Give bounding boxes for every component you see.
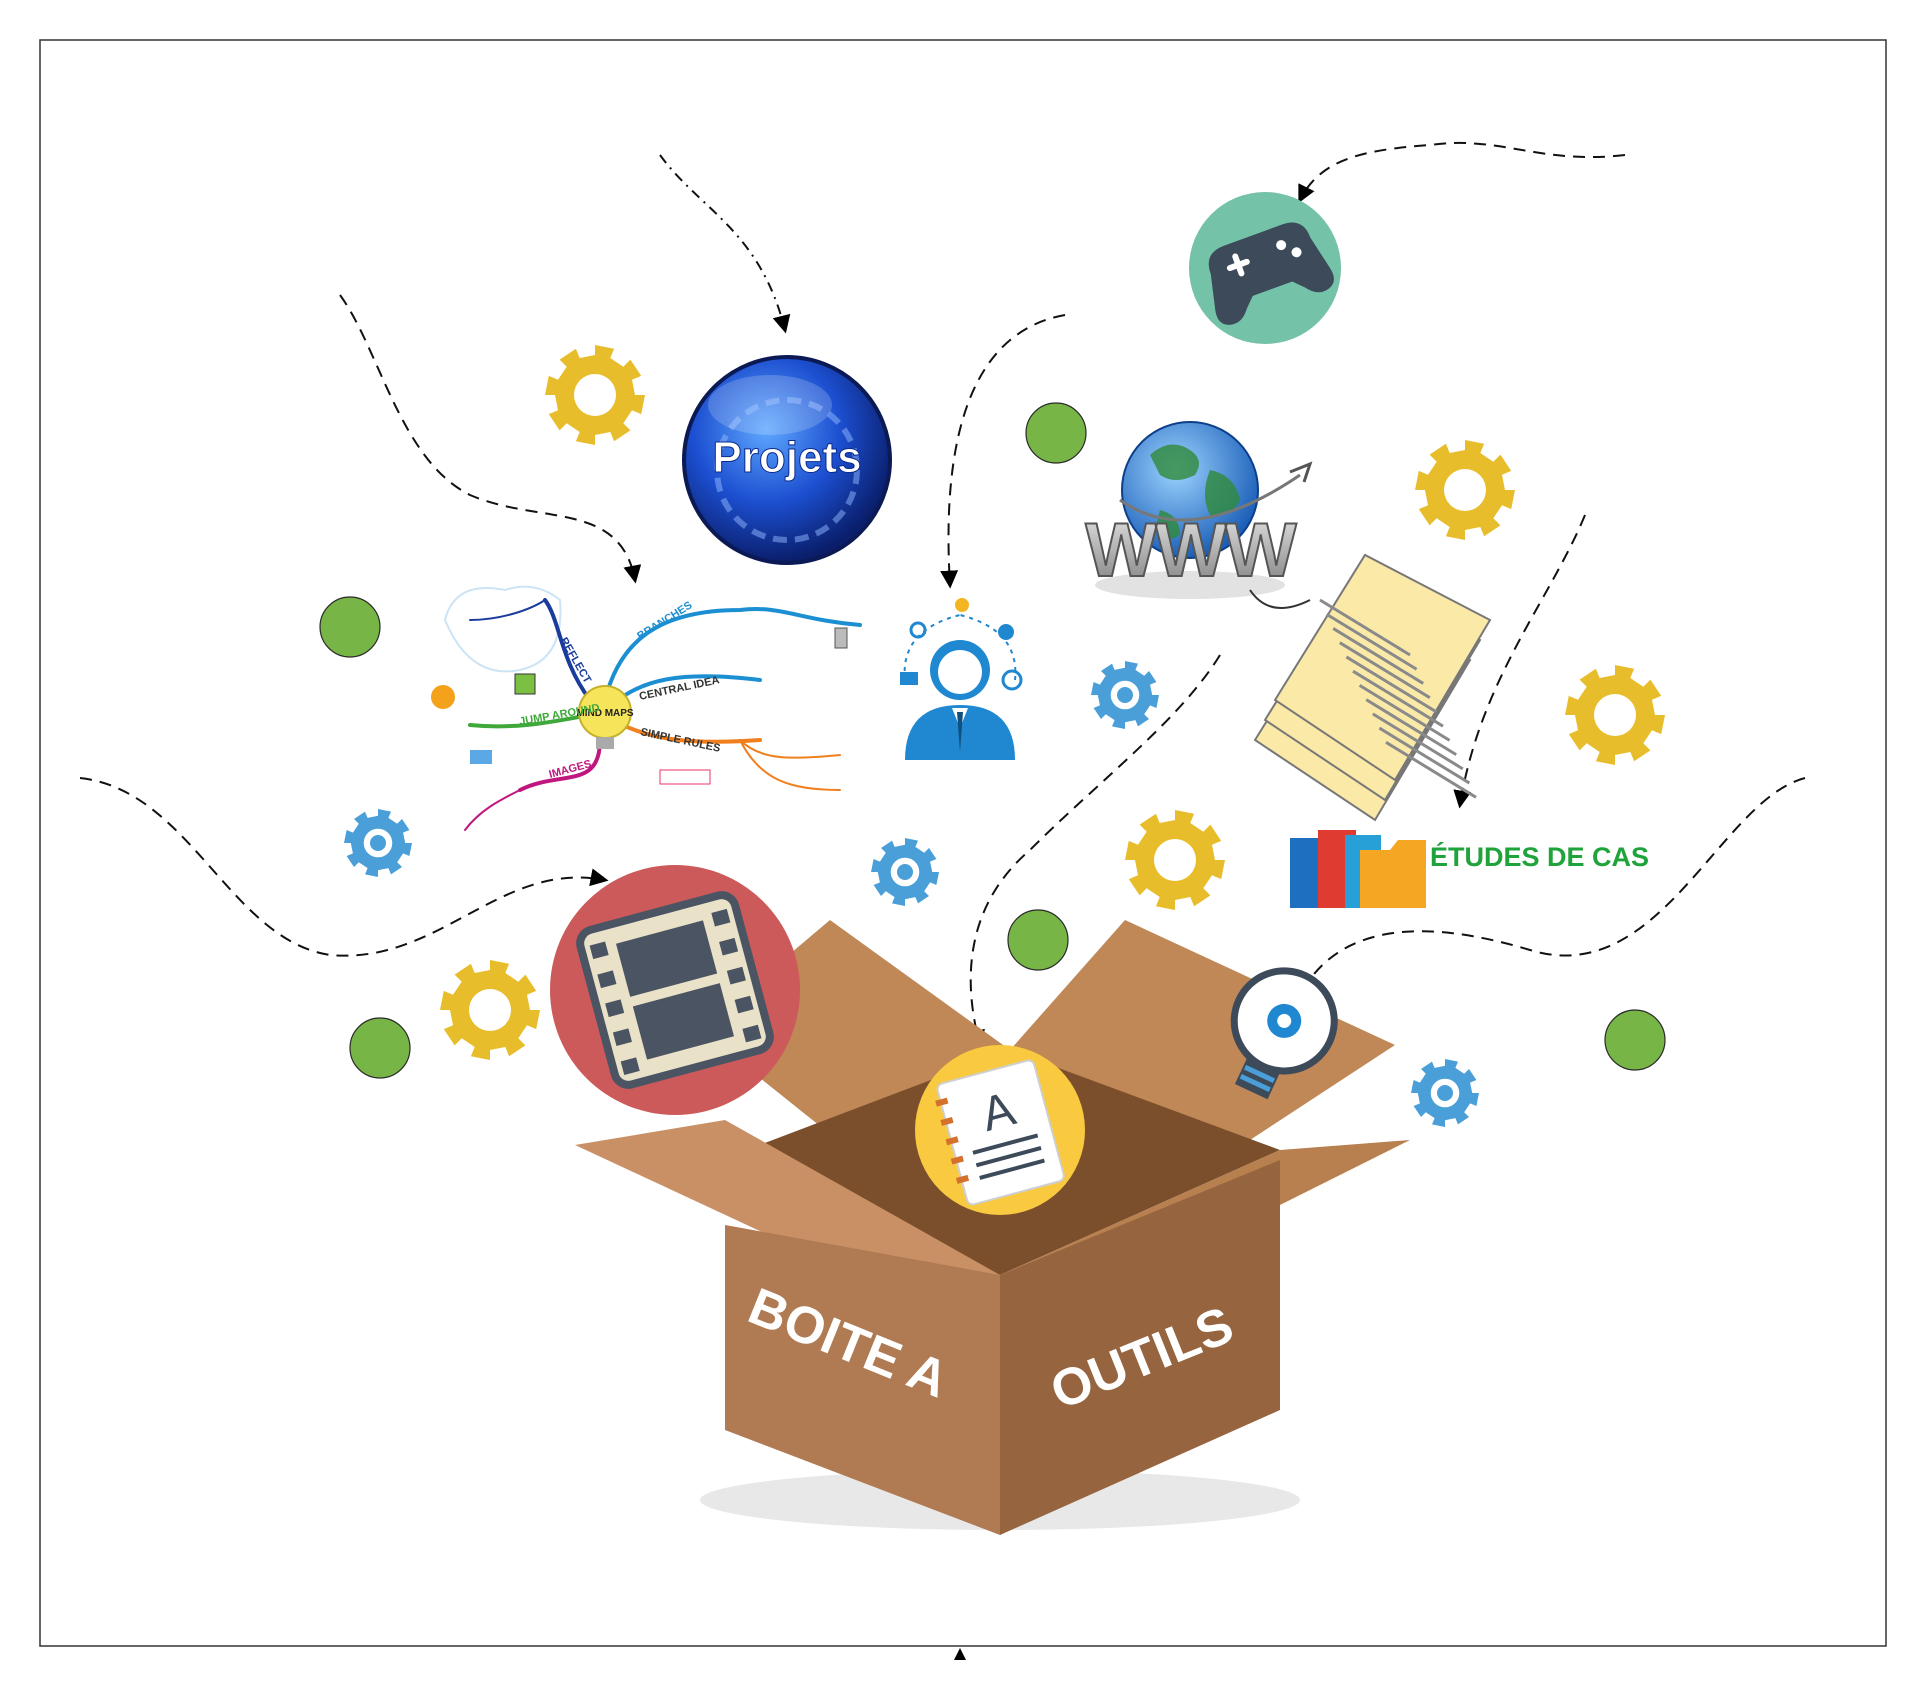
- www-label: WWW: [1085, 508, 1296, 593]
- game-badge[interactable]: [1189, 192, 1341, 344]
- film-icon: [576, 891, 774, 1089]
- gear-icon: [545, 345, 645, 445]
- green-dot: [319, 596, 381, 658]
- gear-hub: [370, 835, 386, 851]
- gear-hub: [1117, 687, 1133, 703]
- yellow-gears: [440, 345, 1665, 1060]
- bottom-arrow-head: [954, 1648, 966, 1660]
- green-dot: [1604, 1009, 1666, 1071]
- mindmap-branches: [464, 598, 862, 831]
- gamepad-icon: [1208, 222, 1334, 325]
- gear-hub: [1437, 1085, 1453, 1101]
- gear-icon: [440, 960, 540, 1060]
- video-badge[interactable]: [550, 865, 800, 1115]
- arrow-to-projets: [659, 154, 791, 334]
- green-dots: [319, 402, 1666, 1079]
- gear-icon: [1125, 810, 1225, 910]
- gear-globe-icon: [714, 397, 860, 543]
- box-side: [1000, 1160, 1280, 1535]
- document-badge[interactable]: A: [915, 1045, 1085, 1215]
- gear-icon: [1565, 665, 1665, 765]
- mindmap-image[interactable]: MIND MAPS BRANCHES CENTRAL IDEA SIMPLE R…: [431, 585, 862, 831]
- frame-border: [39, 39, 1887, 1647]
- arrow-to-game: [1298, 141, 1626, 204]
- cardboard-box: BOITE A OUTILS: [575, 920, 1410, 1535]
- folders-icon: [1290, 830, 1426, 908]
- lightbulb-icon: [1230, 967, 1338, 1100]
- mindmap-center: MIND MAPS: [576, 708, 634, 719]
- green-dot: [1025, 402, 1087, 464]
- arrow-to-mindmap: [339, 294, 642, 584]
- www-badge[interactable]: WWW: [1084, 421, 1313, 609]
- mindmap-branch-label: BRANCHES: [635, 599, 694, 642]
- blue-gears: [344, 661, 1479, 1127]
- green-dot: [1007, 909, 1069, 971]
- green-dot: [349, 1017, 411, 1079]
- gear-hub: [897, 864, 913, 880]
- box-front: [725, 1225, 1000, 1535]
- box-left-flap: [575, 1120, 1000, 1280]
- arrow-to-video: [79, 777, 609, 957]
- connector-arrows: [79, 141, 1806, 1049]
- gear-icon: [1415, 440, 1515, 540]
- projets-orb: [682, 355, 892, 565]
- projets-label: Projets: [712, 433, 861, 482]
- idea-badge[interactable]: [1206, 954, 1351, 1112]
- mindmap-branch-label: SIMPLE RULES: [639, 726, 721, 755]
- notebook-icon: A: [935, 1059, 1065, 1206]
- businessman-icon[interactable]: [900, 598, 1023, 760]
- arrow-to-manager: [940, 314, 1066, 589]
- papers-icon: [1253, 553, 1492, 822]
- arrow-to-etudes: [1453, 514, 1586, 809]
- arrow-to-document: [967, 654, 1221, 1049]
- etudes-label: ÉTUDES DE CAS: [1430, 841, 1649, 872]
- box-back-right-flap: [1010, 920, 1395, 1140]
- arrow-to-idea: [1298, 777, 1806, 999]
- etudes-badge[interactable]: ÉTUDES DE CAS: [1290, 830, 1649, 908]
- projets-badge[interactable]: Projets: [682, 355, 892, 565]
